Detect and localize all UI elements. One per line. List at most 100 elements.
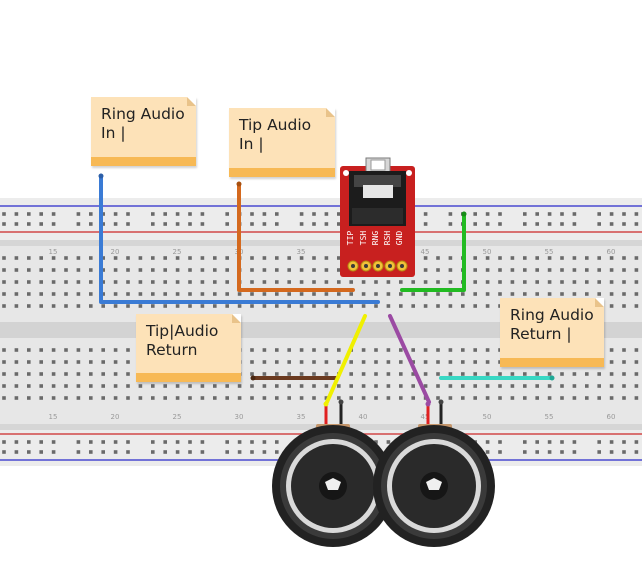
ground-wire[interactable] [400,212,466,292]
breadboard-hole [498,280,502,284]
breadboard-hole [188,396,192,400]
breadboard-hole [299,268,304,272]
breadboard-hole [423,348,428,352]
breadboard-hole [101,384,105,388]
breadboard-hole [237,304,242,308]
column-number-top: 25 [173,248,182,256]
breadboard-hole [163,268,167,272]
tip-audio-in-wire[interactable] [237,182,355,292]
breadboard-hole [225,396,229,400]
breadboard-hole [337,256,341,260]
breadboard-hole [225,292,229,296]
breadboard-hole [151,212,155,216]
breadboard-hole [163,440,167,444]
breadboard-hole [89,440,93,444]
breadboard-hole [250,372,254,376]
breadboard-hole [535,268,539,272]
breadboard-hole [597,222,601,226]
breadboard-hole [436,292,440,296]
breadboard-hole [547,280,552,284]
breadboard-hole [299,280,304,284]
breadboard-hole [386,348,391,352]
breadboard-hole [275,360,279,364]
breadboard-hole [324,256,329,260]
breadboard-hole [634,440,639,444]
note-ring-audio-in[interactable]: Ring Audio In | [91,97,196,166]
breadboard-hole [163,292,167,296]
breadboard-hole [510,268,515,272]
breadboard-hole [609,256,614,260]
breadboard-hole [76,348,81,352]
breadboard-hole [76,222,81,226]
breadboard-hole [163,384,167,388]
breadboard-hole [485,268,490,272]
breadboard-hole [287,372,291,376]
breadboard-hole [523,450,527,454]
breadboard-hole [448,372,453,376]
breadboard-hole [275,292,279,296]
breadboard-hole [411,384,415,388]
tip-speaker-wire[interactable] [325,314,367,404]
ring-audio-in-wire[interactable] [99,174,380,304]
breadboard-hole [14,212,19,216]
breadboard-hole [448,212,453,216]
breadboard-hole [275,372,279,376]
breadboard-hole [324,384,329,388]
breadboard-hole [2,304,6,308]
breadboard-hole [299,256,304,260]
breadboard-hole [411,360,415,364]
column-number-bottom: 15 [49,413,58,421]
breadboard-hole [523,280,527,284]
breadboard-hole [138,304,143,308]
breadboard-hole [609,292,614,296]
breadboard-hole [585,268,589,272]
breadboard-hole [572,212,577,216]
wire-endpoints [98,173,555,381]
breadboard-hole [585,396,589,400]
breadboard-hole [275,222,279,226]
breadboard-hole [560,440,564,444]
breadboard-hole [275,450,279,454]
breadboard-hole [237,450,242,454]
breadboard-hole [250,256,254,260]
jack-barrel-ring [370,159,386,171]
breadboard-hole [485,440,490,444]
breadboard-hole [535,396,539,400]
breadboard-hole [64,384,68,388]
breadboard-hole [163,256,167,260]
breadboard-hole [175,384,180,388]
note-tip-audio-return[interactable]: Tip|Audio Return [136,314,241,382]
ring-speaker-wire[interactable] [388,314,431,404]
breadboard-hole [126,360,130,364]
breadboard-hole [250,396,254,400]
breadboard-hole [151,292,155,296]
breadboard-hole [399,292,403,296]
breadboard-hole [39,440,43,444]
breadboard-hole [423,304,428,308]
note-ring-audio-return-text: Ring Audio Return | [510,306,594,343]
breadboard-hole [597,396,601,400]
pin-labels: TIP TSH RNG RSH GND [346,231,404,246]
column-number-bottom: 35 [297,413,306,421]
note-fold-icon [187,97,196,106]
note-ring-audio-return[interactable]: Ring Audio Return | [500,298,604,367]
note-ring-audio-in-text: Ring Audio In | [101,105,185,142]
breadboard-hole [27,440,31,444]
breadboard-hole [473,292,477,296]
breadboard-hole [498,212,502,216]
breadboard-hole [138,384,143,388]
breadboard-hole [312,222,316,226]
speaker-logo-icon [426,478,442,490]
breadboard-hole [485,396,490,400]
breadboard-hole [113,222,118,226]
breadboard-hole [436,256,440,260]
breadboard-hole [126,280,130,284]
column-number-top: 35 [297,248,306,256]
breadboard-hole [175,304,180,308]
note-tip-audio-in[interactable]: Tip Audio In | [229,108,335,177]
breadboard-hole [14,360,19,364]
breadboard-hole [76,280,81,284]
column-number-top: 50 [483,248,492,256]
breadboard-hole [510,280,515,284]
